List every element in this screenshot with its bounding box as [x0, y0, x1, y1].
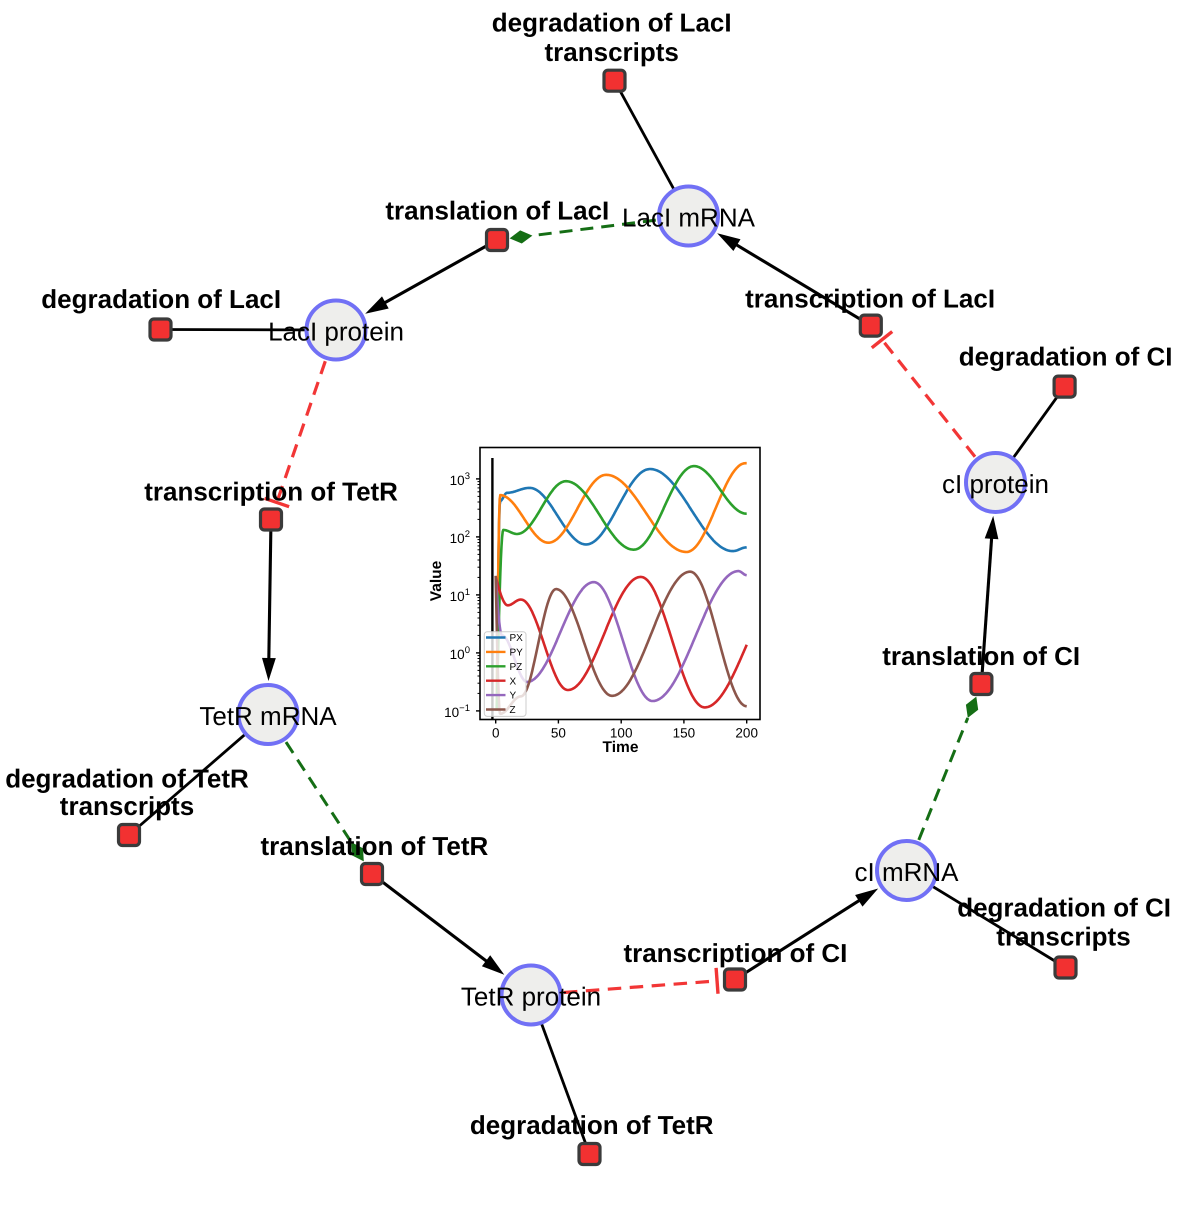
svg-text:degradation of CI: degradation of CI: [957, 892, 1171, 922]
svg-text:degradation of LacI: degradation of LacI: [41, 284, 281, 314]
svg-text:TetR mRNA: TetR mRNA: [199, 701, 337, 731]
svg-text:PY: PY: [510, 648, 524, 659]
svg-text:transcription of LacI: transcription of LacI: [745, 284, 995, 314]
svg-text:X: X: [510, 676, 517, 687]
svg-text:cI protein: cI protein: [942, 469, 1049, 499]
svg-text:degradation of CI: degradation of CI: [959, 341, 1173, 371]
svg-text:degradation of LacI: degradation of LacI: [492, 7, 732, 37]
svg-text:Time: Time: [603, 739, 639, 756]
svg-text:TetR protein: TetR protein: [461, 981, 601, 1011]
svg-text:translation of TetR: translation of TetR: [261, 831, 489, 861]
svg-text:150: 150: [673, 726, 696, 741]
svg-text:PZ: PZ: [510, 662, 523, 673]
svg-text:transcripts: transcripts: [545, 37, 679, 67]
svg-text:LacI protein: LacI protein: [268, 316, 404, 346]
svg-text:0: 0: [492, 726, 500, 741]
svg-text:degradation of TetR: degradation of TetR: [5, 763, 249, 793]
svg-text:Value: Value: [428, 560, 445, 601]
svg-text:200: 200: [735, 726, 758, 741]
svg-text:transcripts: transcripts: [996, 922, 1130, 952]
svg-text:LacI mRNA: LacI mRNA: [622, 202, 756, 232]
svg-text:translation of CI: translation of CI: [882, 641, 1080, 671]
svg-text:100: 100: [610, 726, 633, 741]
svg-text:cI mRNA: cI mRNA: [855, 857, 960, 887]
svg-text:50: 50: [551, 726, 566, 741]
svg-text:transcription of TetR: transcription of TetR: [144, 477, 398, 507]
svg-text:Z: Z: [510, 705, 516, 716]
svg-text:transcripts: transcripts: [60, 791, 194, 821]
svg-text:Y: Y: [510, 691, 517, 702]
svg-text:transcription of CI: transcription of CI: [623, 938, 847, 968]
svg-text:degradation of TetR: degradation of TetR: [470, 1110, 714, 1140]
svg-text:translation of LacI: translation of LacI: [385, 195, 609, 225]
svg-text:PX: PX: [510, 633, 524, 644]
